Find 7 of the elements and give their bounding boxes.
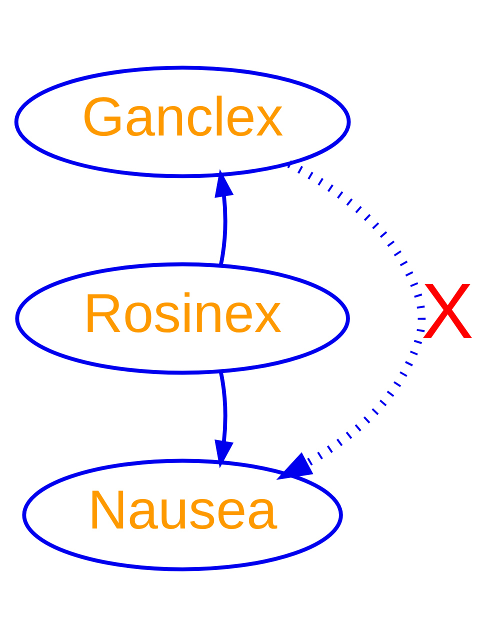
edge-label: X: [421, 267, 474, 356]
arrow: [214, 169, 234, 266]
arrow: [214, 371, 234, 468]
node-ellipse: Rosinex: [15, 262, 350, 375]
arrow: [276, 160, 426, 480]
node-ellipse: Nausea: [22, 458, 343, 572]
node-ellipse: Ganclex: [14, 66, 351, 178]
